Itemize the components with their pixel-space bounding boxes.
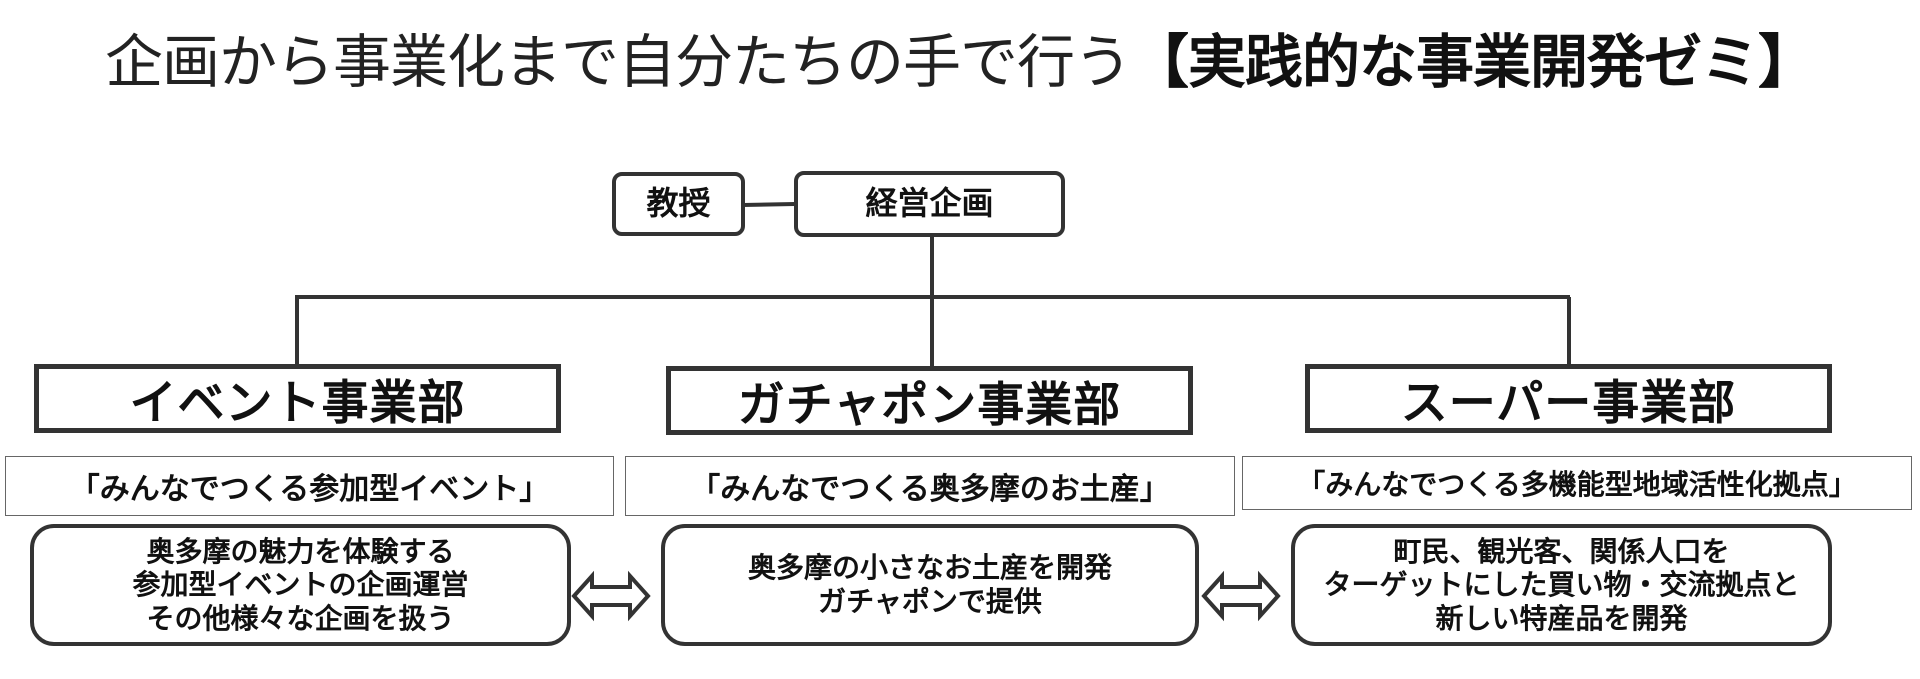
description-gachapon: 奥多摩の小さなお土産を開発 ガチャポンで提供	[661, 524, 1199, 646]
connector-professor-management	[742, 202, 796, 207]
description-super: 町民、観光客、関係人口を ターゲットにした買い物・交流拠点と 新しい特産品を開発	[1291, 524, 1832, 646]
page-title: 企画から事業化まで自分たちの手で行う【実践的な事業開発ゼミ】	[0, 22, 1920, 102]
slogan-super: 「みんなでつくる多機能型地域活性化拠点」	[1242, 456, 1912, 510]
department-gachapon: ガチャポン事業部	[666, 366, 1193, 435]
department-event: イベント事業部	[34, 364, 561, 433]
slogan-event: 「みんなでつくる参加型イベント」	[5, 456, 614, 516]
double-arrow-icon	[571, 570, 651, 622]
double-arrow-icon	[1201, 570, 1281, 622]
title-main: 企画から事業化まで自分たちの手で行う	[104, 28, 1132, 96]
department-super: スーパー事業部	[1305, 364, 1832, 433]
slogan-gachapon: 「みんなでつくる奥多摩のお土産」	[625, 456, 1235, 516]
management-box: 経営企画	[794, 171, 1065, 237]
title-emphasis: 【実践的な事業開発ゼミ】	[1131, 28, 1816, 96]
professor-box: 教授	[612, 172, 745, 236]
description-event: 奥多摩の魅力を体験する 参加型イベントの企画運営 その他様々な企画を扱う	[30, 524, 571, 646]
